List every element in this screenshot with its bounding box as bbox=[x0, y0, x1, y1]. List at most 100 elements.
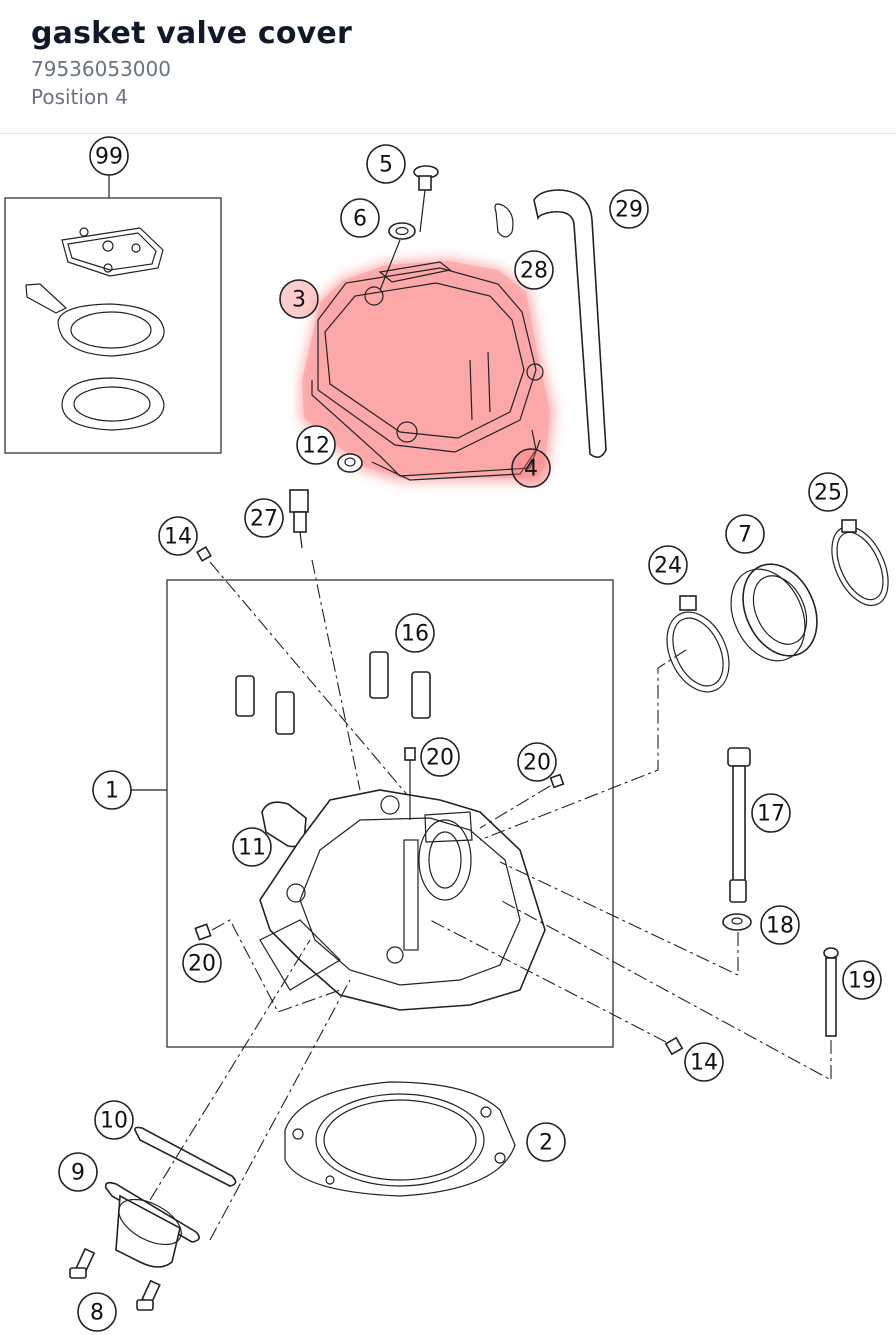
callout-circle bbox=[232, 827, 272, 867]
callout-8[interactable]: 8 bbox=[77, 1292, 117, 1332]
callout-4[interactable]: 4 bbox=[511, 448, 551, 488]
callout-2[interactable]: 2 bbox=[526, 1122, 566, 1162]
flange-gasket-part bbox=[134, 1126, 237, 1187]
callout-label: 1 bbox=[105, 779, 119, 804]
callout-circle bbox=[526, 1122, 566, 1162]
callout-17[interactable]: 17 bbox=[751, 793, 791, 833]
gasket-kit-group bbox=[4, 175, 222, 454]
callout-label: 20 bbox=[188, 952, 216, 977]
plug-screw-20c bbox=[194, 923, 212, 941]
callout-16[interactable]: 16 bbox=[395, 613, 435, 653]
callout-label: 5 bbox=[379, 153, 393, 178]
callout-20[interactable]: 20 bbox=[182, 943, 222, 983]
cover-bolt-part bbox=[413, 165, 439, 233]
callout-label: 11 bbox=[238, 836, 266, 861]
callout-7[interactable]: 7 bbox=[725, 514, 765, 554]
callout-circle bbox=[842, 960, 882, 1000]
callout-18[interactable]: 18 bbox=[760, 905, 800, 945]
callout-20[interactable]: 20 bbox=[420, 737, 460, 777]
callout-circle bbox=[158, 516, 198, 556]
callout-circle bbox=[395, 613, 435, 653]
callout-circle bbox=[808, 472, 848, 512]
callout-circle bbox=[340, 198, 380, 238]
callout-label: 6 bbox=[353, 207, 367, 232]
callout-99[interactable]: 99 bbox=[89, 136, 129, 176]
callout-circle bbox=[182, 943, 222, 983]
callout-label: 8 bbox=[90, 1301, 104, 1326]
callout-label: 10 bbox=[100, 1109, 128, 1134]
plug-screw-14b bbox=[664, 1036, 684, 1056]
callout-circle bbox=[517, 742, 557, 782]
callout-label: 27 bbox=[250, 507, 278, 532]
callout-3[interactable]: 3 bbox=[279, 279, 319, 319]
head-gasket-part bbox=[284, 1081, 516, 1197]
callout-circle bbox=[420, 737, 460, 777]
callout-circle bbox=[609, 189, 649, 229]
callout-circle bbox=[244, 498, 284, 538]
callout-label: 7 bbox=[738, 523, 752, 548]
callout-14[interactable]: 14 bbox=[684, 1042, 724, 1082]
part-title: gasket valve cover bbox=[31, 16, 352, 51]
callout-label: 99 bbox=[95, 145, 123, 170]
callout-circle bbox=[94, 1100, 134, 1140]
callout-label: 19 bbox=[848, 969, 876, 994]
grommet-part bbox=[337, 453, 363, 473]
callout-label: 24 bbox=[654, 554, 682, 579]
callout-label: 12 bbox=[302, 434, 330, 459]
callout-1[interactable]: 1 bbox=[92, 770, 132, 810]
callout-circle bbox=[684, 1042, 724, 1082]
callout-circle bbox=[648, 545, 688, 585]
long-bolt-part bbox=[823, 947, 839, 1037]
callout-29[interactable]: 29 bbox=[609, 189, 649, 229]
cover-washer-part bbox=[379, 222, 416, 291]
callout-label: 3 bbox=[292, 288, 306, 313]
callout-label: 25 bbox=[814, 481, 842, 506]
plug-screw-20a bbox=[404, 747, 416, 761]
callout-circle bbox=[725, 514, 765, 554]
callout-11[interactable]: 11 bbox=[232, 827, 272, 867]
callout-19[interactable]: 19 bbox=[842, 960, 882, 1000]
callout-28[interactable]: 28 bbox=[514, 250, 554, 290]
valve-cover-gasket-part bbox=[371, 429, 537, 481]
callout-label: 14 bbox=[164, 525, 192, 550]
callout-12[interactable]: 12 bbox=[296, 425, 336, 465]
callout-circle bbox=[89, 136, 129, 176]
callout-14[interactable]: 14 bbox=[158, 516, 198, 556]
callout-label: 4 bbox=[524, 457, 538, 482]
callout-20[interactable]: 20 bbox=[517, 742, 557, 782]
intake-boot-part bbox=[730, 563, 818, 662]
callout-label: 20 bbox=[426, 746, 454, 771]
callout-label: 18 bbox=[766, 914, 794, 939]
callout-24[interactable]: 24 bbox=[648, 545, 688, 585]
breather-hose-part bbox=[533, 189, 607, 458]
callout-circle bbox=[92, 770, 132, 810]
callout-9[interactable]: 9 bbox=[58, 1152, 98, 1192]
intake-clamp-24-part bbox=[666, 595, 730, 693]
callout-6[interactable]: 6 bbox=[340, 198, 380, 238]
callout-circle bbox=[296, 425, 336, 465]
callout-27[interactable]: 27 bbox=[244, 498, 284, 538]
callout-label: 16 bbox=[401, 622, 429, 647]
callout-5[interactable]: 5 bbox=[366, 144, 406, 184]
callout-circle bbox=[511, 448, 551, 488]
cylinder-head-box bbox=[166, 579, 614, 1048]
intake-adapter-part bbox=[104, 1181, 200, 1268]
valve-cover-part bbox=[311, 261, 544, 477]
part-number: 79536053000 bbox=[31, 57, 171, 81]
stud-bolt-part bbox=[727, 747, 751, 903]
callout-label: 14 bbox=[690, 1051, 718, 1076]
callout-circle bbox=[514, 250, 554, 290]
callout-label: 17 bbox=[757, 802, 785, 827]
callout-label: 28 bbox=[520, 259, 548, 284]
callout-label: 9 bbox=[71, 1161, 85, 1186]
callout-circle bbox=[77, 1292, 117, 1332]
callout-label: 2 bbox=[539, 1131, 553, 1156]
cylinder-head-part bbox=[259, 789, 546, 1011]
valve-guides-part bbox=[235, 651, 431, 735]
callout-10[interactable]: 10 bbox=[94, 1100, 134, 1140]
callout-circle bbox=[279, 279, 319, 319]
hose-clamp-part bbox=[494, 203, 514, 238]
callout-25[interactable]: 25 bbox=[808, 472, 848, 512]
intake-clamp-25-part bbox=[831, 519, 889, 606]
